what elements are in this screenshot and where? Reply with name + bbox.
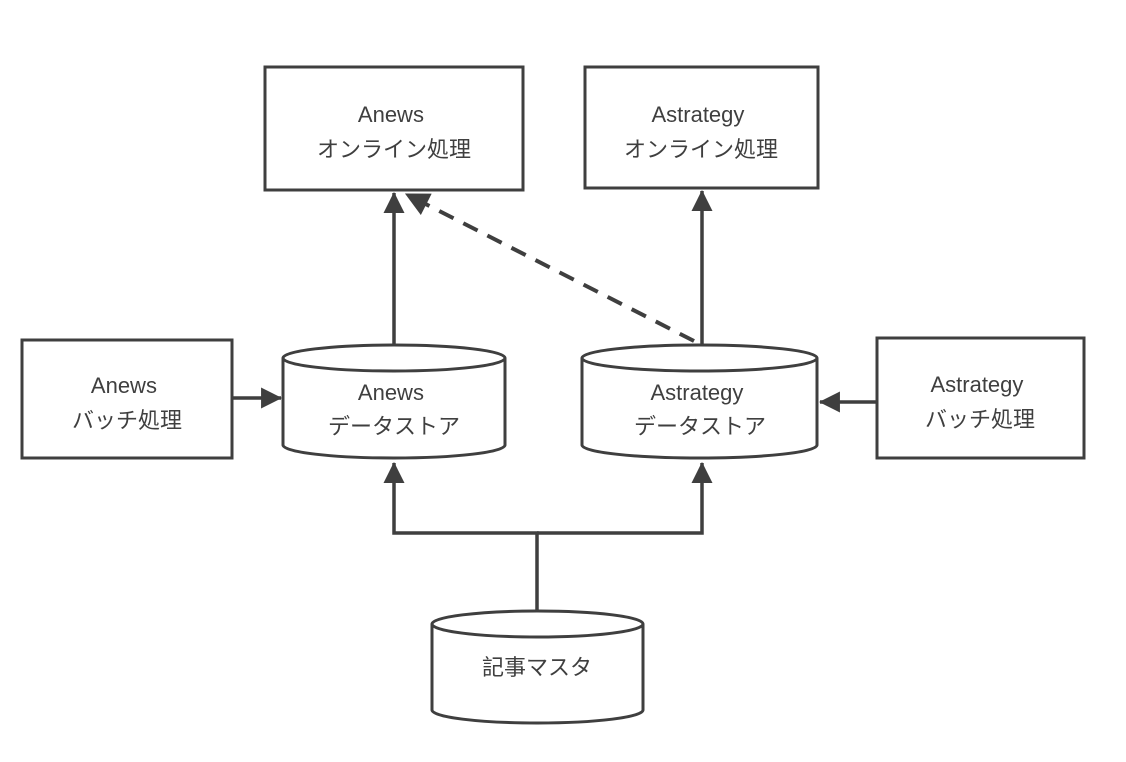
astrategy-datastore-cylinder-rim bbox=[580, 357, 819, 373]
article-master-cylinder bbox=[430, 609, 645, 725]
anews-online-box bbox=[263, 65, 525, 192]
astrategy-online-label: Astrategy オンライン処理 bbox=[624, 102, 778, 162]
node-astrategy-online: Astrategy オンライン処理 bbox=[583, 65, 820, 190]
anews-datastore-cylinder bbox=[281, 343, 507, 460]
anews-datastore-label: Anews データストア bbox=[328, 380, 460, 439]
node-astrategy-datastore: Astrategy データストア bbox=[580, 343, 819, 460]
edge-article-master-to-astrategy-datastore bbox=[537, 461, 713, 535]
astrategy-datastore-label: Astrategy データストア bbox=[634, 380, 766, 439]
astrategy-batch-label: Astrategy バッチ処理 bbox=[925, 372, 1035, 432]
node-anews-online: Anews オンライン処理 bbox=[263, 65, 525, 192]
node-astrategy-batch: Astrategy バッチ処理 bbox=[875, 336, 1086, 460]
node-article-master: 記事マスタ bbox=[430, 609, 645, 725]
astrategy-datastore-cylinder bbox=[580, 343, 819, 460]
edge-group bbox=[232, 189, 877, 611]
anews-batch-label: Anews バッチ処理 bbox=[72, 373, 182, 433]
astrategy-online-box bbox=[583, 65, 820, 190]
anews-batch-box bbox=[20, 338, 234, 460]
node-anews-batch: Anews バッチ処理 bbox=[20, 338, 234, 460]
astrategy-batch-box bbox=[875, 336, 1086, 460]
anews-online-label: Anews オンライン処理 bbox=[317, 102, 471, 162]
article-master-label: 記事マスタ bbox=[482, 655, 592, 680]
anews-datastore-cylinder-rim bbox=[281, 357, 507, 373]
article-master-cylinder-rim bbox=[430, 623, 645, 639]
edge-astrategy-datastore-to-anews-online-dashed bbox=[404, 192, 695, 343]
edge-article-master-to-anews-datastore bbox=[383, 461, 539, 611]
node-anews-datastore: Anews データストア bbox=[281, 343, 507, 460]
